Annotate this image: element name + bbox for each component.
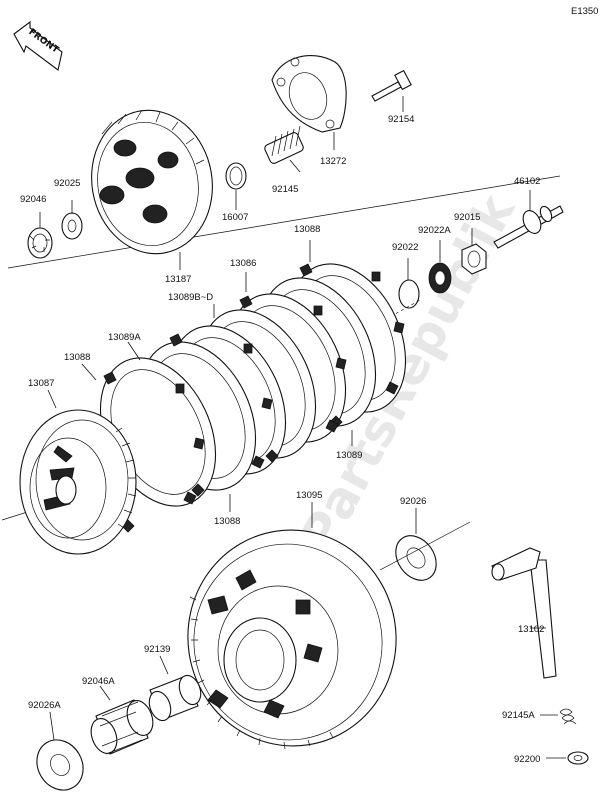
label-92145A: 92145A	[502, 710, 535, 721]
part-92145-spring	[264, 125, 304, 164]
part-13272-plate	[271, 55, 347, 133]
part-92046-bearing	[27, 227, 53, 259]
part-46102-rod	[493, 205, 564, 249]
label-92046: 92046	[20, 194, 46, 205]
label-13089BD: 13089B~D	[168, 292, 213, 303]
part-92046A-needle-bearing	[90, 699, 154, 755]
label-13102: 13102	[518, 624, 544, 635]
label-13087: 13087	[28, 378, 54, 389]
part-13187-pressure-plate	[91, 109, 213, 255]
part-92026-washer	[379, 521, 471, 581]
label-92022: 92022	[392, 242, 418, 253]
part-92022A-washer	[428, 262, 452, 294]
label-13095: 13095	[296, 490, 322, 501]
label-92026: 92026	[400, 496, 426, 507]
label-92025: 92025	[54, 178, 80, 189]
part-13095-clutch-housing	[187, 529, 397, 750]
label-92154: 92154	[388, 114, 414, 125]
part-92015-nut	[461, 243, 487, 275]
label-13187: 13187	[165, 274, 191, 285]
label-13088-bottom: 13088	[214, 516, 240, 527]
label-13089A: 13089A	[108, 332, 141, 343]
front-arrow-icon: FRONT	[13, 20, 63, 71]
label-16007: 16007	[222, 212, 248, 223]
part-92026A-washer	[36, 739, 84, 791]
part-92139-sleeve	[148, 674, 202, 722]
label-92026A: 92026A	[28, 700, 61, 711]
label-92139: 92139	[144, 644, 170, 655]
label-13272: 13272	[320, 156, 346, 167]
label-92015: 92015	[454, 212, 480, 223]
label-46102: 46102	[514, 176, 540, 187]
part-92200-washer	[567, 751, 589, 765]
part-92145A-spring	[559, 708, 577, 725]
part-92022-washer	[398, 279, 420, 309]
label-13088-left: 13088	[64, 352, 90, 363]
clutch-plate-stack	[99, 263, 407, 533]
label-13086: 13086	[230, 258, 256, 269]
label-92046A: 92046A	[82, 676, 115, 687]
label-92022A: 92022A	[418, 225, 451, 236]
part-92025-washer	[61, 212, 83, 240]
diagram-code: E1350	[571, 6, 598, 17]
label-92200: 92200	[514, 754, 540, 765]
label-92145: 92145	[272, 184, 298, 195]
part-16007-ring	[225, 162, 247, 190]
label-13088-top: 13088	[294, 224, 320, 235]
upper-axis-line	[7, 175, 561, 269]
leader-lines	[39, 96, 566, 759]
part-92154-bolt	[371, 69, 412, 102]
part-13087-clutch-hub	[19, 409, 137, 555]
part-13102-push-lever	[491, 547, 557, 679]
label-13089: 13089	[336, 450, 362, 461]
part-labels: 92154 13272 92145 16007 92025 92046 1318…	[20, 114, 544, 765]
